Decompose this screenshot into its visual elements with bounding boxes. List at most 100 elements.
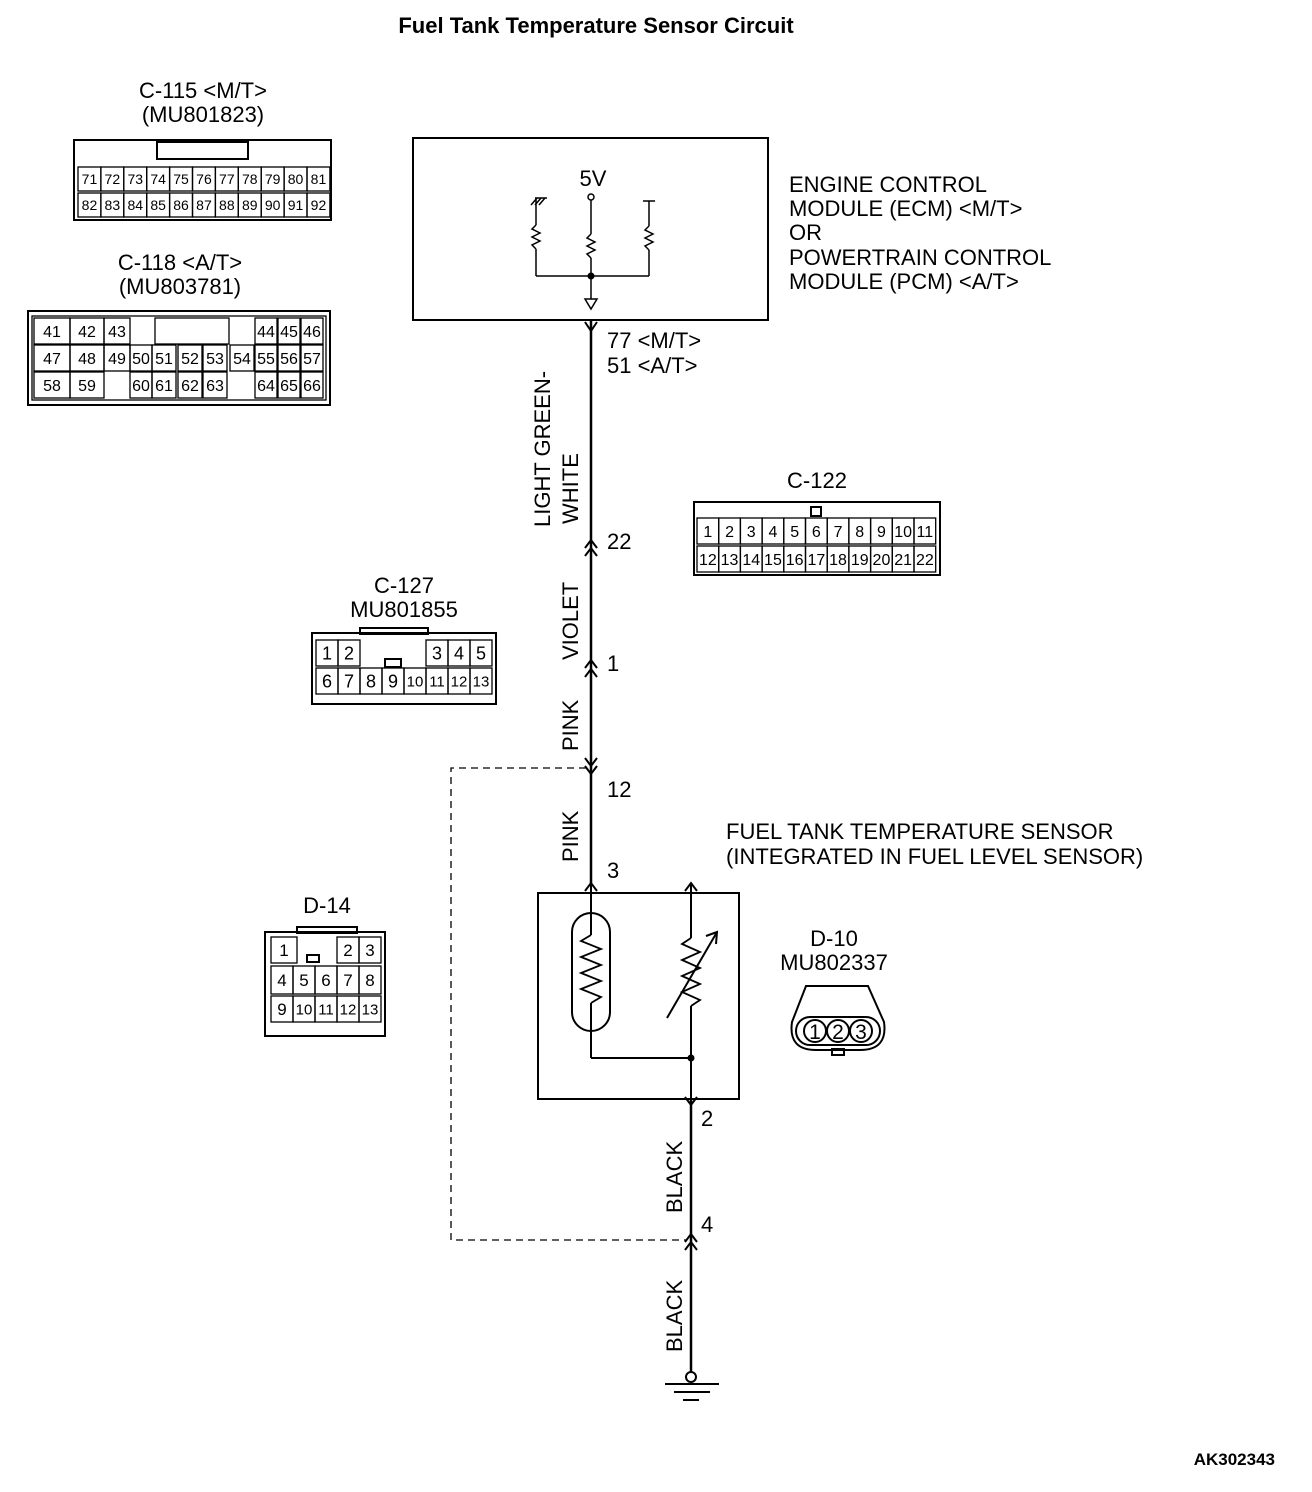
c118-pin: 66 xyxy=(303,378,321,395)
connector-pin-cell xyxy=(270,936,298,964)
d10-part: MU802337 xyxy=(780,950,888,975)
wire-color-black-lower: BLACK xyxy=(662,1280,687,1352)
c122-pin: 7 xyxy=(834,524,843,541)
c118-pin: 49 xyxy=(108,351,126,368)
c127-part: MU801855 xyxy=(350,597,458,622)
connector-pin-cell xyxy=(254,371,278,399)
c122-pin: 12 xyxy=(699,552,717,569)
d10-pin-1: 1 xyxy=(809,1021,821,1044)
d14-pin: 12 xyxy=(340,1001,357,1018)
c127-pin: 12 xyxy=(451,673,468,690)
c118-pin: 61 xyxy=(155,378,173,395)
connector-pin-cell xyxy=(358,936,382,964)
c127-terminal-label: 1 xyxy=(607,651,619,676)
connector-key-block xyxy=(154,317,230,345)
c122-pin: 15 xyxy=(764,552,782,569)
c127-pin: 6 xyxy=(322,671,332,691)
d14-pin: 3 xyxy=(365,941,374,960)
sensor-junction-dot xyxy=(687,1054,695,1062)
c115-pin: 72 xyxy=(105,171,121,187)
c118-pin: 50 xyxy=(132,351,150,368)
connector-pin-cell xyxy=(202,344,228,372)
d14-pin: 6 xyxy=(321,971,330,990)
c115-name: C-115 <M/T> xyxy=(139,78,267,103)
sensor-label-line1: FUEL TANK TEMPERATURE SENSOR xyxy=(726,819,1114,844)
d14-pin: 9 xyxy=(277,1000,286,1019)
c115-pin: 90 xyxy=(265,197,281,213)
c115-pin: 86 xyxy=(173,197,189,213)
connector-pin-cell xyxy=(913,517,937,545)
c115-pin: 81 xyxy=(311,171,327,187)
c118-pin: 41 xyxy=(43,324,61,341)
c115-pin: 92 xyxy=(311,197,327,213)
c122-pin: 20 xyxy=(873,552,891,569)
connector-pin-cell xyxy=(151,344,177,372)
c118-pin: 45 xyxy=(280,324,298,341)
c118-pin: 44 xyxy=(257,324,275,341)
c127-pin: 7 xyxy=(344,671,354,691)
c122-pin: 2 xyxy=(725,524,734,541)
c115-pin: 91 xyxy=(288,197,304,213)
c122-pin: 21 xyxy=(894,552,912,569)
diagram-title: Fuel Tank Temperature Sensor Circuit xyxy=(398,13,794,38)
c122-pin: 19 xyxy=(851,552,869,569)
ecm-terminal-at: 51 <A/T> xyxy=(607,353,698,378)
d10-name: D-10 xyxy=(810,926,858,951)
c115-pin: 76 xyxy=(196,171,212,187)
c122-pin: 4 xyxy=(768,524,777,541)
c118-part: (MU803781) xyxy=(119,274,241,299)
connector-pin-cell xyxy=(337,639,361,667)
c127-name: C-127 xyxy=(374,573,434,598)
connector-pin-cell xyxy=(358,965,382,995)
connector-pin-cell xyxy=(277,371,301,399)
connector-pin-cell xyxy=(69,371,105,399)
d14-pin: 13 xyxy=(362,1001,379,1018)
c115-part: (MU801823) xyxy=(142,102,264,127)
c122-pin: 17 xyxy=(807,552,825,569)
d10-pin-3: 3 xyxy=(855,1021,867,1044)
ground-terminal-label: 4 xyxy=(701,1212,713,1237)
c115-pin: 75 xyxy=(173,171,189,187)
c115-pin: 80 xyxy=(288,171,304,187)
ecm-terminal-mt: 77 <M/T> xyxy=(607,328,701,353)
d14-pin: 7 xyxy=(343,971,352,990)
connector-pin-cell xyxy=(306,192,331,218)
wire-color-pink-upper: PINK xyxy=(558,699,583,751)
c115-pin: 73 xyxy=(127,171,143,187)
d14-pin: 2 xyxy=(343,941,352,960)
d14-pin: 5 xyxy=(299,971,308,990)
c122-pin: 1 xyxy=(703,524,712,541)
c122-pin: 16 xyxy=(786,552,804,569)
d14-pin: 11 xyxy=(318,1001,334,1018)
c115-pin: 87 xyxy=(196,197,212,213)
c118-pin: 58 xyxy=(43,378,61,395)
connector-pin-cell xyxy=(469,639,493,667)
c118-pin: 42 xyxy=(78,324,96,341)
c122-name: C-122 xyxy=(787,468,847,493)
connector-pin-cell xyxy=(913,545,937,573)
c127-pin: 4 xyxy=(454,643,464,663)
ecm-supply-label: 5V xyxy=(580,166,607,191)
connector-pin-cell xyxy=(358,995,382,1023)
c122-pin: 18 xyxy=(829,552,847,569)
c122-pin: 6 xyxy=(812,524,821,541)
c122-pin: 5 xyxy=(790,524,799,541)
c118-name: C-118 <A/T> xyxy=(118,250,242,275)
connector-pin-cell xyxy=(300,371,324,399)
ground-terminal-markers xyxy=(684,1096,698,1251)
connector-pin-cell xyxy=(277,344,301,372)
d10-pin-2: 2 xyxy=(832,1021,844,1044)
dashed-connector-outline xyxy=(450,767,686,1241)
c118-pin: 51 xyxy=(155,351,173,368)
c115-pin: 83 xyxy=(105,197,121,213)
sensor-label-line2: (INTEGRATED IN FUEL LEVEL SENSOR) xyxy=(726,844,1143,869)
c118-pin: 55 xyxy=(257,351,275,368)
connector-pin-cell xyxy=(177,344,203,372)
reference-id: AK302343 xyxy=(1194,1450,1275,1469)
c115-pin: 82 xyxy=(82,197,98,213)
c118-pin: 52 xyxy=(181,351,199,368)
d14-pin: 8 xyxy=(365,971,374,990)
